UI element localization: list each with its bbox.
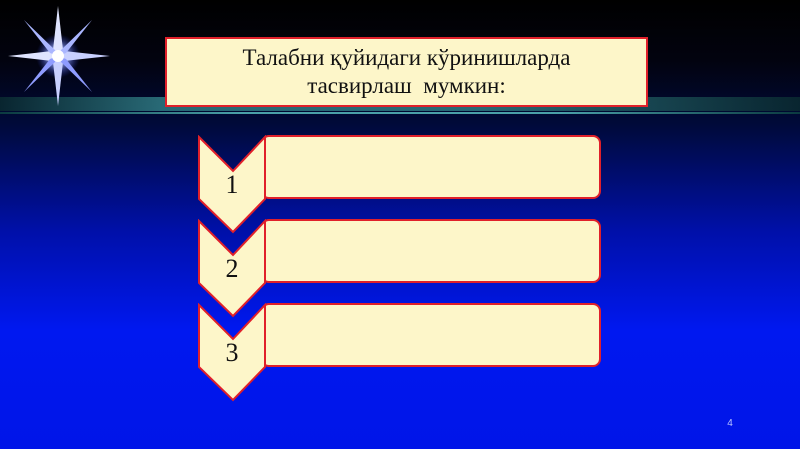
list-item-number: 1 [225, 170, 239, 199]
star-sparkle-icon [8, 6, 110, 106]
list-item-number: 3 [225, 338, 239, 367]
list-item-3: 3 [197, 303, 603, 403]
list-item-shape [198, 135, 601, 234]
list-item-text [269, 139, 595, 195]
page-number: 4 [727, 418, 733, 429]
list-item-number: 2 [225, 254, 239, 283]
decorative-line [0, 112, 800, 114]
list-item-shape [198, 303, 601, 402]
title-line-1: Талабни қуйидаги кўринишларда [242, 45, 571, 70]
slide-title-box: Талабни қуйидаги кўринишларда тасвирлаш … [165, 37, 648, 107]
list-item-text [269, 223, 595, 279]
title-line-2: тасвирлаш мумкин: [307, 73, 506, 98]
list-item-1: 1 [197, 135, 603, 235]
list-item-2: 2 [197, 219, 603, 319]
list-item-shape [198, 219, 601, 318]
list-item-text [269, 307, 595, 363]
